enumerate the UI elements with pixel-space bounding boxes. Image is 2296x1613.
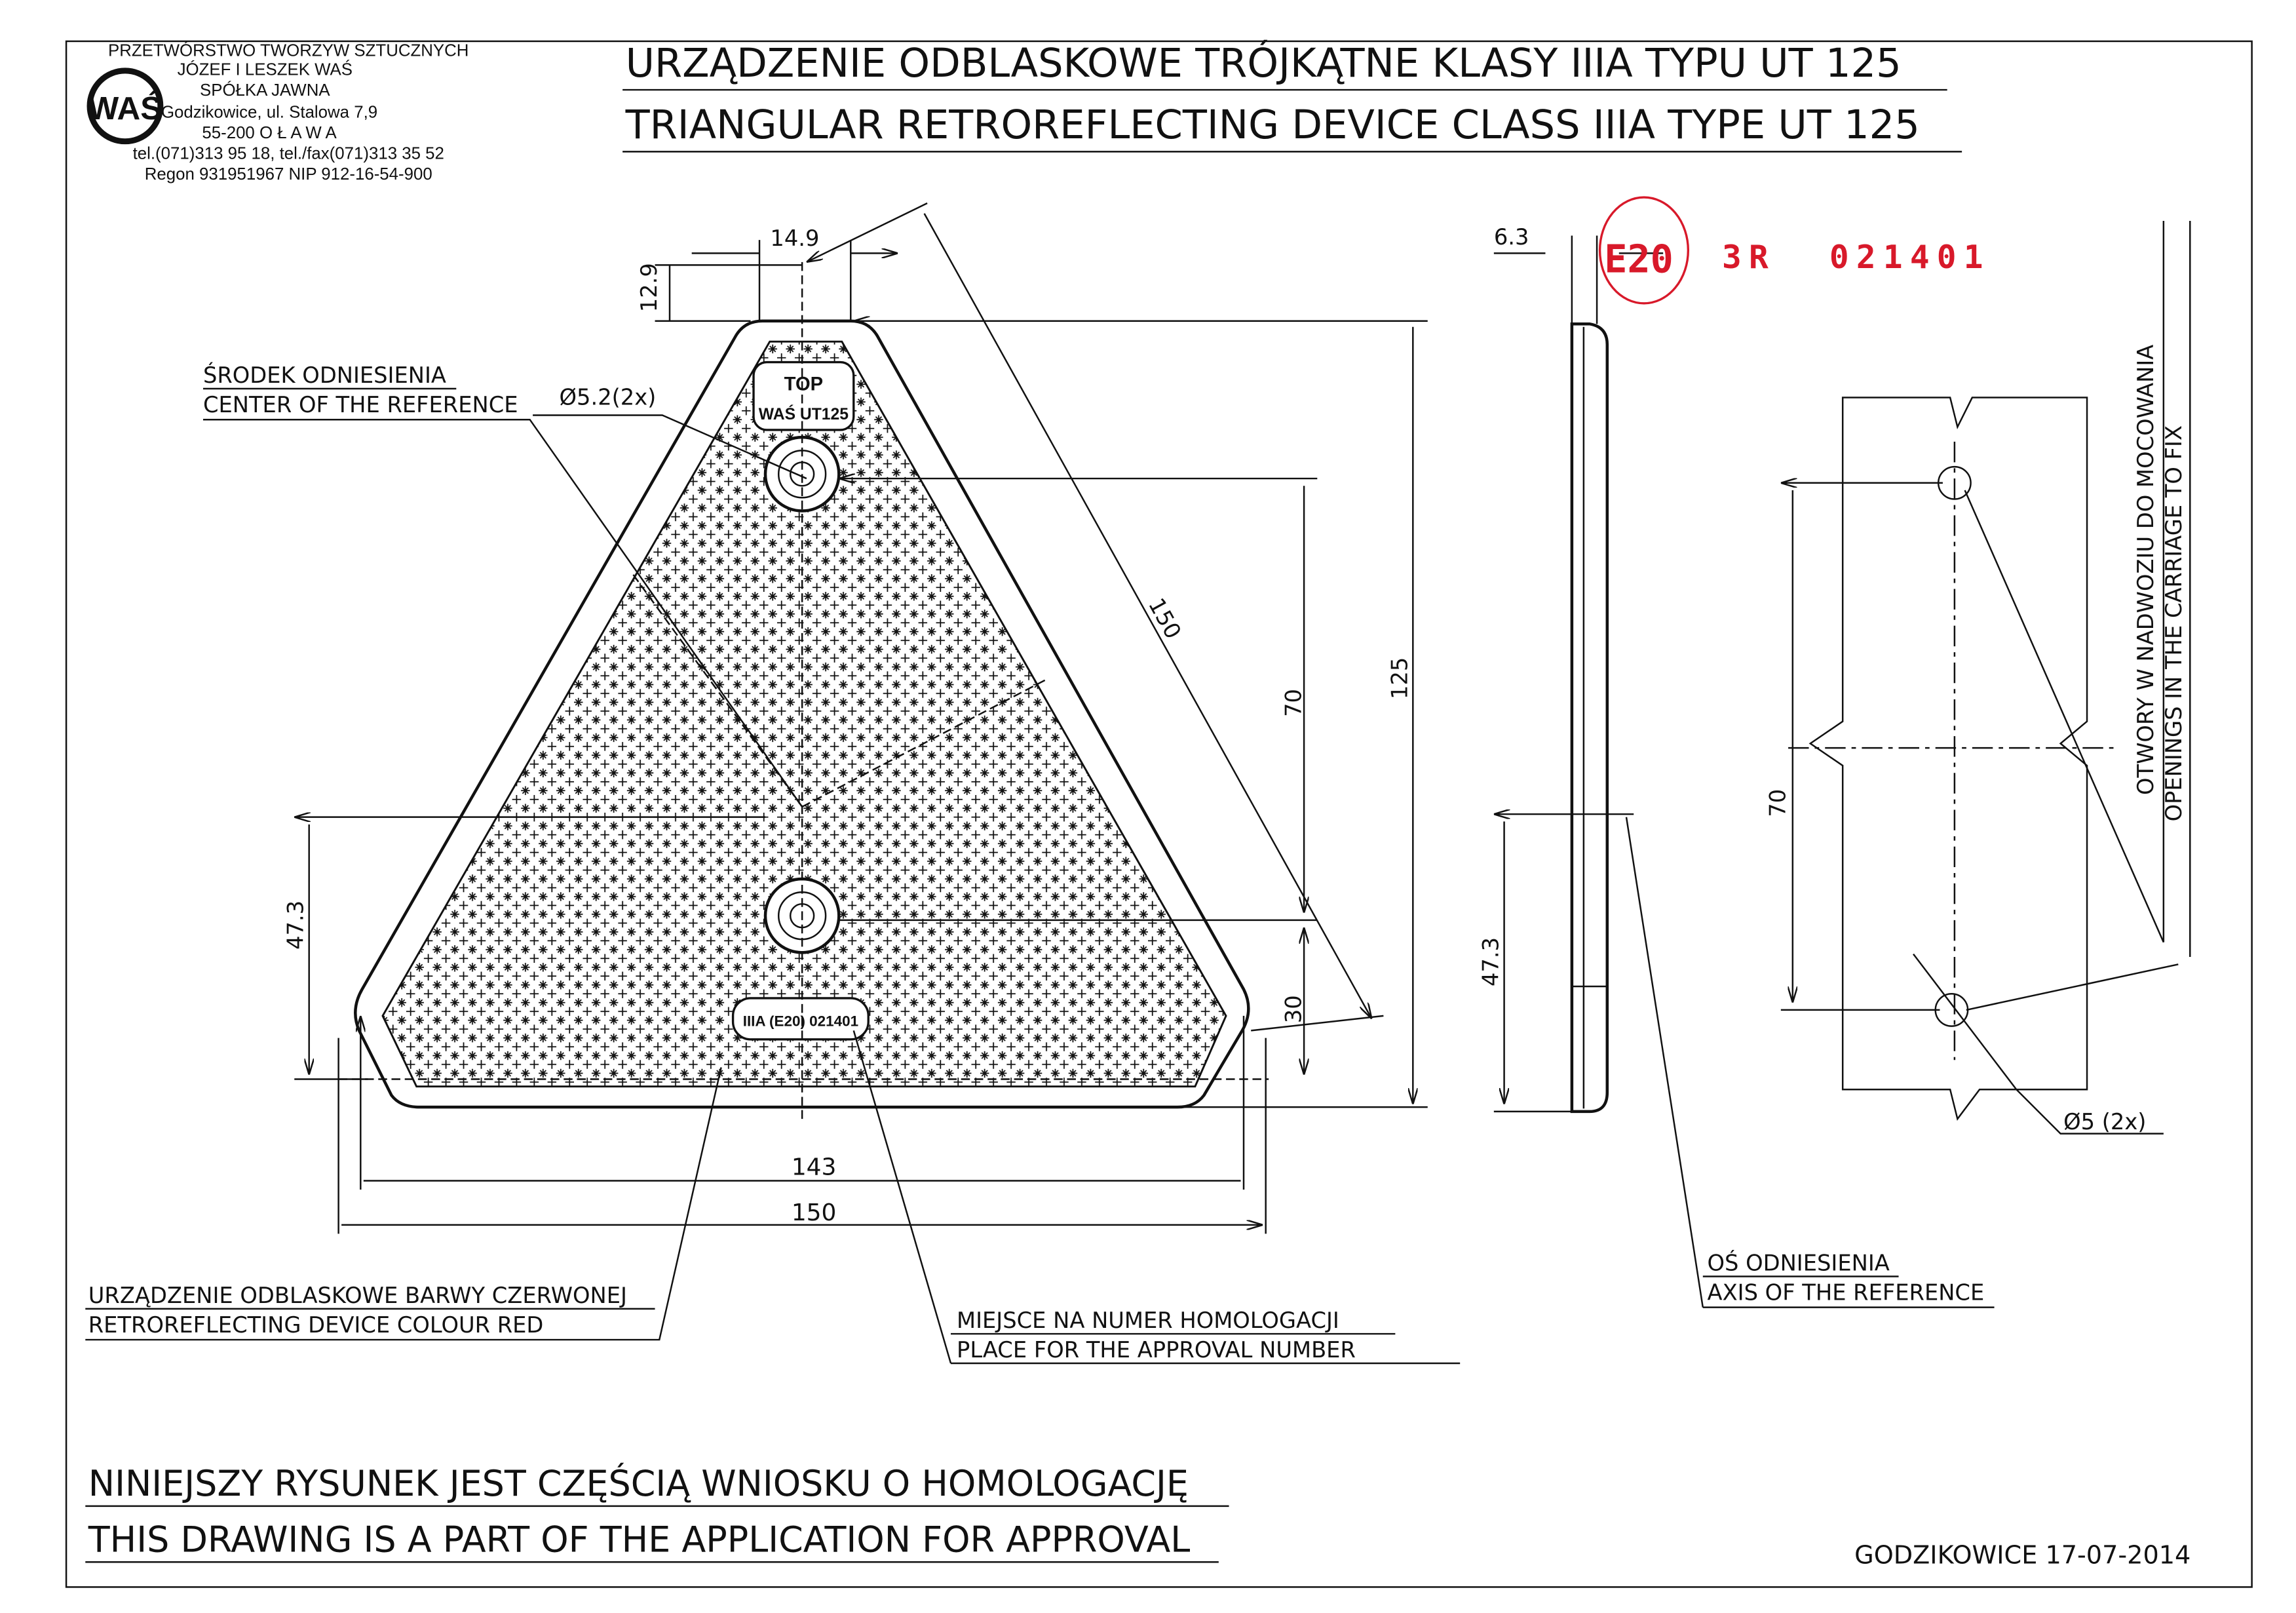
- company-block: WAŚ PRZETWÓRSTWO TWORZYW SZTUCZNYCH JÓZE…: [86, 41, 469, 184]
- footer-pl: NINIEJSZY RYSUNEK JEST CZĘŚCIĄ WNIOSKU O…: [88, 1463, 1189, 1504]
- carriage-detail: 70 Ø5 (2x) OTWORY W NADWOZIU DO MOCOWANI…: [1765, 220, 2191, 1135]
- dim-hole-diameter: Ø5.2(2x): [560, 385, 657, 410]
- label-approval-pl: MIEJSCE NA NUMER HOMOLOGACJI: [957, 1308, 1339, 1333]
- dim-150-diagonal: 150: [1143, 594, 1186, 643]
- dim-70-right: 70: [1765, 789, 1791, 817]
- label-center-pl: ŚRODEK ODNIESIENIA: [203, 362, 446, 388]
- company-line: tel.(071)313 95 18, tel./fax(071)313 35 …: [133, 145, 444, 163]
- company-line: 55-200 O Ł A W A: [202, 124, 337, 142]
- title-en: TRIANGULAR RETROREFLECTING DEVICE CLASS …: [625, 102, 1920, 148]
- dim-6-3: 6.3: [1494, 224, 1529, 250]
- label-device-en: RETROREFLECTING DEVICE COLOUR RED: [88, 1312, 544, 1338]
- label-device-pl: URZĄDZENIE ODBLASKOWE BARWY CZERWONEJ: [88, 1283, 627, 1308]
- approval-mark: IIIA (E20) 021401: [743, 1013, 858, 1030]
- title-pl: URZĄDZENIE ODBLASKOWE TRÓJKĄTNE KLASY II…: [626, 40, 1902, 87]
- callouts: ŚRODEK ODNIESIENIA CENTER OF THE REFEREN…: [85, 362, 1995, 1365]
- dim-14-9: 14.9: [770, 225, 819, 251]
- dim-47-3: 47.3: [283, 901, 309, 950]
- dim-70: 70: [1281, 689, 1307, 717]
- company-line: Godzikowice, ul. Stalowa 7,9: [161, 104, 377, 122]
- logo-text: WAŚ: [88, 90, 163, 126]
- company-line: JÓZEF I LESZEK WAŚ: [178, 60, 353, 79]
- front-dimensions: 14.9 12.9 150 Ø5.2(2x) 125 70 30 47.3 14…: [283, 202, 1428, 1234]
- dim-hole-right: Ø5 (2x): [2063, 1109, 2146, 1135]
- stamp-e-mark: E20: [1604, 237, 1673, 282]
- dim-150: 150: [792, 1199, 837, 1226]
- dim-12-9: 12.9: [636, 263, 662, 312]
- label-axis-pl: OŚ ODNIESIENIA: [1708, 1249, 1890, 1275]
- fixing-hole-bottom: [1934, 992, 1969, 1027]
- dim-125: 125: [1387, 657, 1412, 699]
- footer-en: THIS DRAWING IS A PART OF THE APPLICATIO…: [88, 1519, 1190, 1561]
- label-openings-en: OPENINGS IN THE CARRIAGE TO FIX: [2161, 425, 2187, 821]
- label-openings-pl: OTWORY W NADWOZIU DO MOCOWANIA: [2133, 345, 2158, 795]
- company-line: Regon 931951967 NIP 912-16-54-900: [145, 165, 432, 184]
- company-line: SPÓŁKA JAWNA: [200, 81, 330, 100]
- drawing-border: [65, 40, 2253, 1588]
- company-logo: [86, 68, 164, 145]
- dim-47-3-side: 47.3: [1478, 937, 1504, 986]
- stamp-approval-number: 3R 021401: [1722, 238, 1991, 276]
- company-line: PRZETWÓRSTWO TWORZYW SZTUCZNYCH: [108, 41, 469, 60]
- reflector-side-view: 6.3 47.3: [1478, 224, 1664, 1112]
- label-center-en: CENTER OF THE REFERENCE: [203, 392, 518, 418]
- reflector-front-view: TOP WAŚ UT125 IIIA (E20) 021401: [338, 262, 1269, 1119]
- top-mark: TOP: [784, 374, 823, 395]
- place-date: GODZIKOWICE 17-07-2014: [1854, 1541, 2191, 1570]
- dim-30: 30: [1281, 995, 1307, 1023]
- dim-143: 143: [792, 1154, 837, 1180]
- model-mark: WAŚ UT125: [759, 405, 849, 423]
- label-axis-en: AXIS OF THE REFERENCE: [1708, 1279, 1985, 1305]
- label-approval-en: PLACE FOR THE APPROVAL NUMBER: [957, 1337, 1356, 1363]
- approval-stamp: E20 3R 021401: [1598, 196, 1991, 305]
